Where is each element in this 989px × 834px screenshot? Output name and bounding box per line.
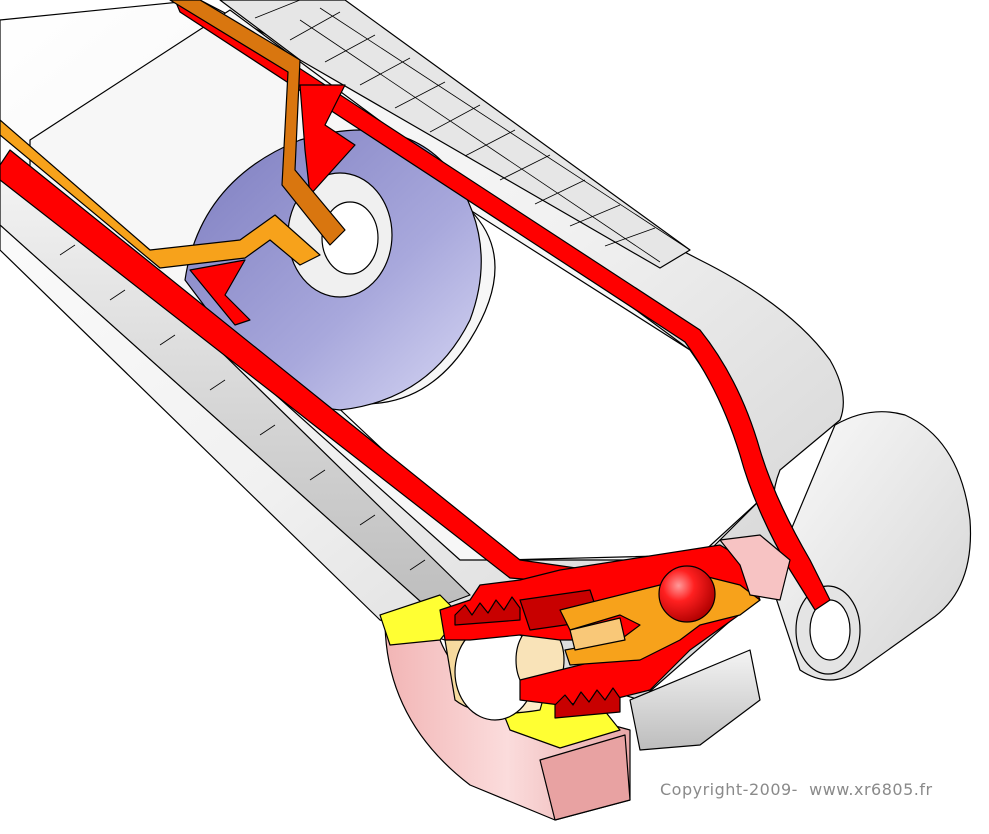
copyright-site-text: www.xr6805.fr <box>809 780 933 799</box>
copyright-year-text: Copyright-2009- <box>660 780 798 799</box>
valve-fitting <box>379 534 791 821</box>
copyright-notice: Copyright-2009- www.xr6805.fr <box>660 780 933 799</box>
section-walls <box>0 0 831 611</box>
inner-rod <box>0 0 346 269</box>
grip-ribs-bottom <box>0 224 431 611</box>
check-ball <box>658 565 716 623</box>
grip-ribs-top <box>219 0 691 269</box>
